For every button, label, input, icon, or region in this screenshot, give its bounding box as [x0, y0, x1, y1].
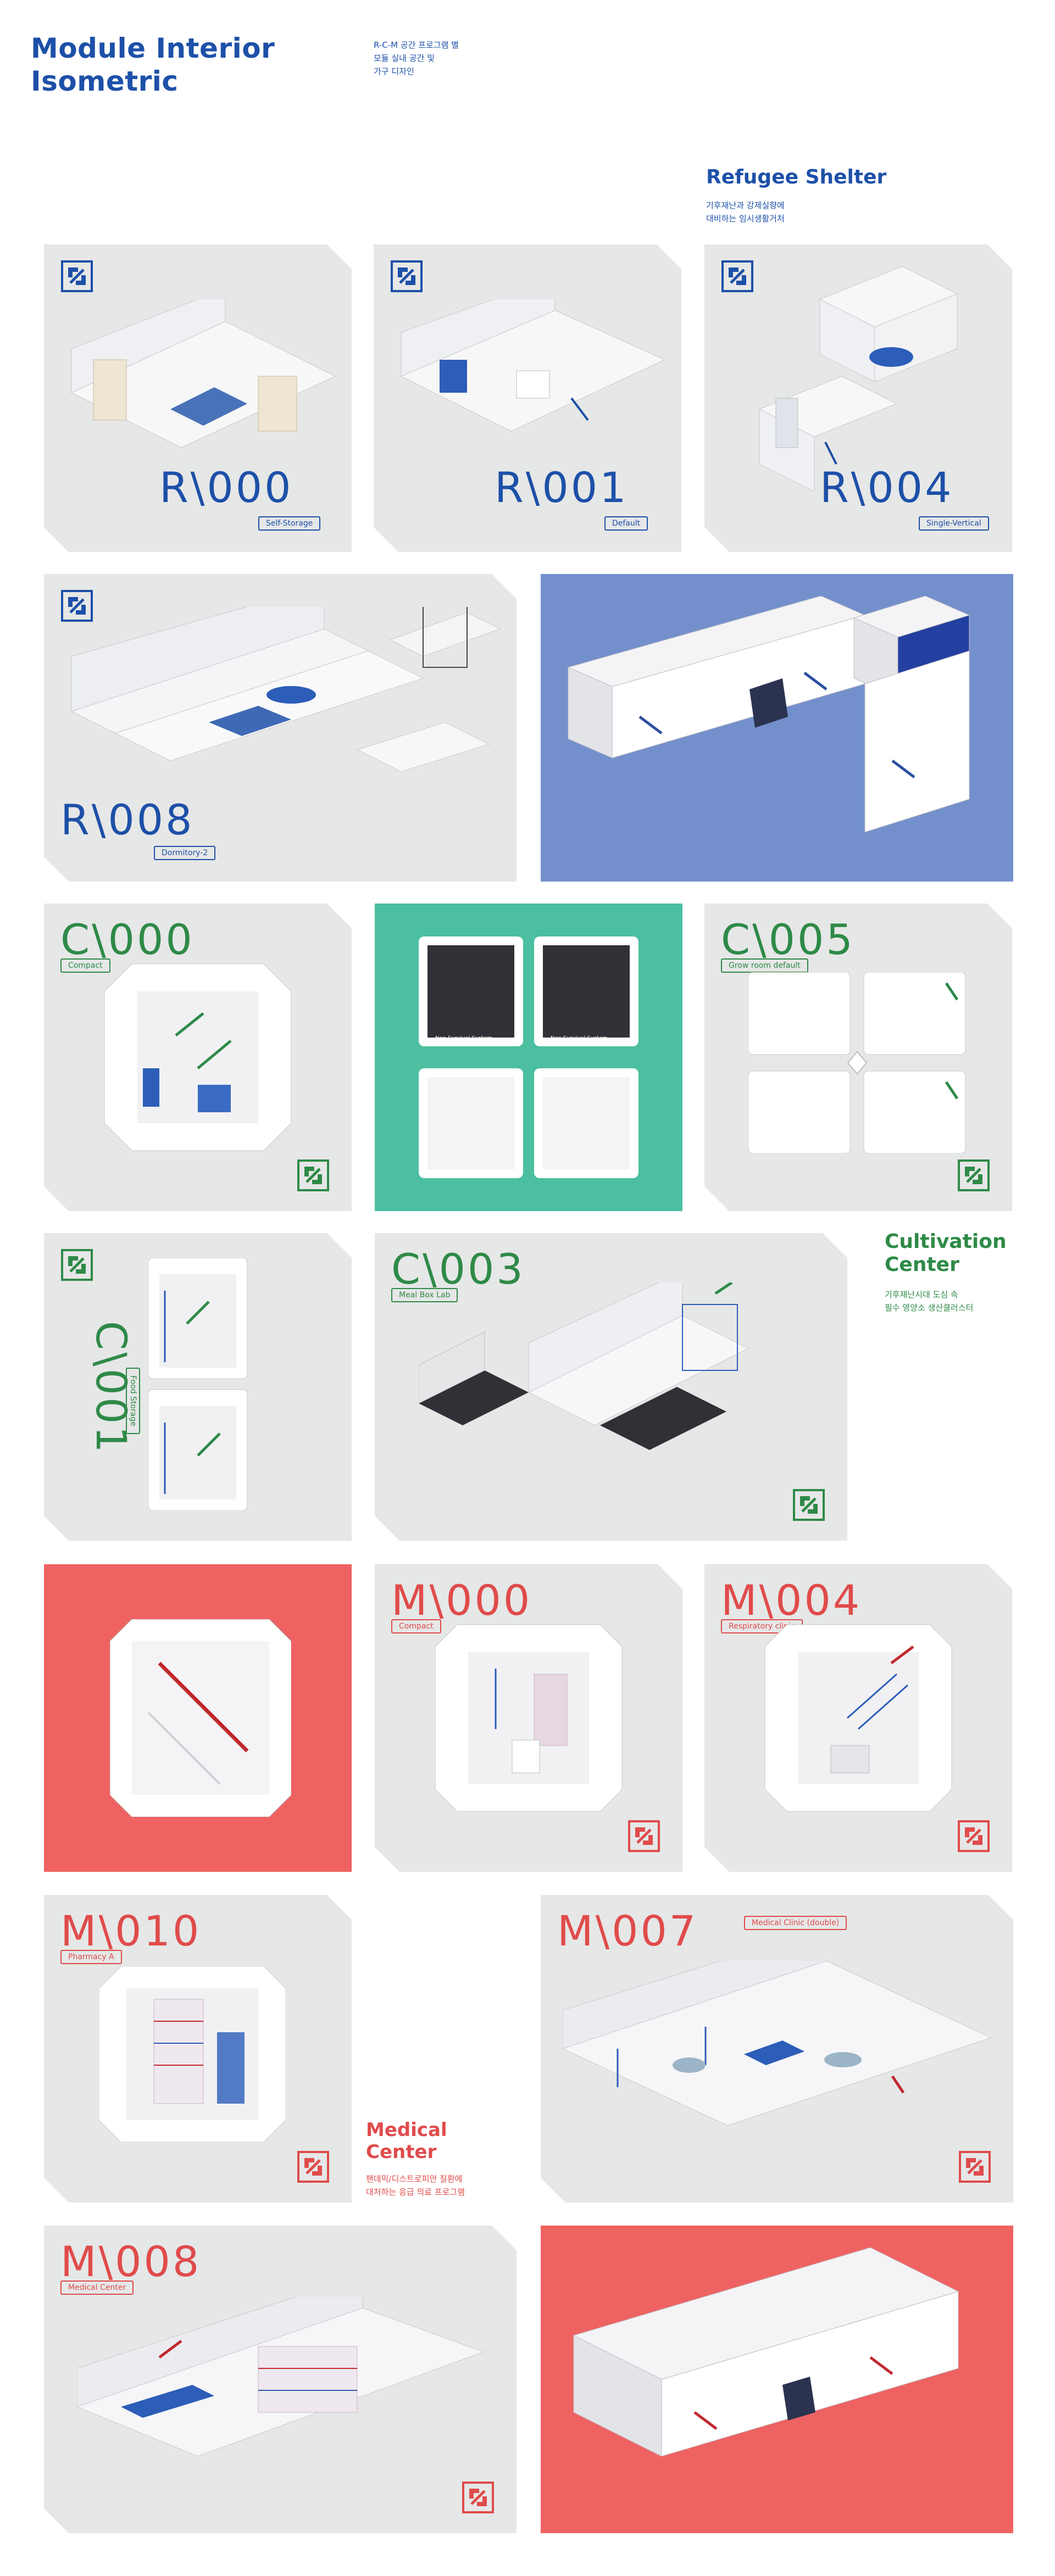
module-tag: Single-Vertical: [919, 516, 989, 531]
subtitle-line: 가구 디자인: [374, 66, 414, 76]
module-card-r008[interactable]: R\008 Dormitory-2: [44, 574, 517, 882]
module-isometric-illustration: [148, 1258, 258, 1510]
section-title-line: Center: [366, 2141, 437, 2163]
page-title-line2: Isometric: [31, 65, 179, 97]
module-card-c001[interactable]: C\001 Food Storage: [44, 1233, 352, 1541]
section-title-line: Cultivation: [885, 1230, 1007, 1253]
module-isometric-illustration: [563, 1961, 991, 2148]
page-title-line1: Module Interior: [31, 32, 275, 64]
section-title-line: Medical: [366, 2119, 447, 2141]
panel-label: Neo Survival System: [435, 1035, 492, 1041]
module-card-r004[interactable]: R\004 Single-Vertical: [704, 244, 1012, 552]
refugee-exterior-panel: [541, 574, 1013, 882]
module-card-m004[interactable]: M\004 Respiratory clinic: [704, 1564, 1012, 1872]
rcm-logo-icon: [628, 1820, 660, 1853]
module-tag: Self-Storage: [258, 516, 320, 531]
module-card-r001[interactable]: R\001 Default: [374, 244, 681, 552]
module-top-view-illustration: [110, 1619, 291, 1817]
medical-section-sub: 팬데믹/디스트로피안 질환에 대처하는 응급 의료 프로그램: [366, 2172, 465, 2199]
rcm-logo-icon: [462, 2481, 495, 2514]
module-code: R\008: [60, 795, 195, 844]
module-code: M\008: [60, 2237, 202, 2286]
module-isometric-illustration: [737, 261, 990, 492]
section-title-line: Center: [885, 1253, 959, 1276]
medical-top-view-panel: [44, 1564, 352, 1872]
rcm-logo-icon: [958, 2150, 991, 2183]
module-card-c005[interactable]: C\005 Grow room default: [704, 904, 1012, 1211]
module-card-m008[interactable]: M\008 Medical Center: [44, 2226, 517, 2533]
module-card-m007[interactable]: M\007 Medical Clinic (double): [541, 1895, 1013, 2203]
page-subtitle: R-C-M 공간 프로그램 별 모듈 실내 공간 및 가구 디자인: [374, 38, 459, 78]
module-card-m010[interactable]: M\010 Pharmacy A: [44, 1895, 352, 2203]
cultivation-section-sub: 기후재난시대 도심 속 필수 영양소 생산클러스터: [885, 1288, 973, 1314]
module-isometric-illustration: [419, 1283, 803, 1491]
module-isometric-illustration: [99, 958, 297, 1156]
module-exterior-illustration: [567, 596, 970, 833]
rcm-logo-icon: [60, 1248, 93, 1281]
section-sub-line: 기후재난시대 도심 속: [885, 1290, 958, 1300]
rcm-logo-icon: [297, 2150, 330, 2183]
module-code: M\007: [557, 1906, 698, 1955]
refugee-section-sub: 기후재난과 강제실향에 대비하는 임시생활거처: [706, 199, 785, 225]
module-tag: Meal Box Lab: [391, 1288, 458, 1302]
module-code: R\001: [495, 463, 629, 512]
rcm-logo-icon: [390, 260, 423, 293]
module-card-r000[interactable]: R\000 Self-Storage: [44, 244, 352, 552]
module-tag: Medical Center: [60, 2281, 134, 2295]
medical-section-title: Medical Center: [366, 2119, 447, 2163]
module-tag: Food Storage: [126, 1368, 140, 1434]
module-isometric-illustration: [430, 1619, 628, 1817]
module-card-c003[interactable]: C\003 Meal Box Lab: [375, 1233, 847, 1541]
cultivation-top-view-panel: Neo Survival System Neo Survival System: [375, 904, 682, 1211]
module-code: R\000: [159, 463, 293, 512]
module-isometric-illustration: [390, 299, 676, 464]
module-isometric-illustration: [60, 299, 346, 464]
module-tag: Compact: [60, 958, 110, 973]
module-isometric-illustration: [99, 1966, 286, 2142]
section-sub-line: 필수 영양소 생산클러스터: [885, 1303, 974, 1313]
subtitle-line: R-C-M 공간 프로그램 별: [374, 40, 459, 50]
module-code: M\010: [60, 1906, 202, 1955]
refugee-section-title: Refugee Shelter: [706, 166, 887, 188]
module-code: C\005: [721, 915, 855, 964]
page-title: Module Interior Isometric: [31, 32, 275, 98]
module-tag: Dormitory-2: [154, 846, 215, 860]
module-isometric-illustration: [748, 972, 968, 1153]
section-sub-line: 기후재난과 강제실향에: [706, 200, 785, 210]
module-code: M\000: [391, 1576, 532, 1625]
module-tag: Grow room default: [721, 958, 808, 973]
module-tag: Compact: [391, 1619, 441, 1633]
module-code: M\004: [721, 1576, 862, 1625]
module-code: R\004: [820, 463, 954, 512]
cultivation-section-title: Cultivation Center: [885, 1230, 1007, 1276]
section-sub-line: 대비하는 임시생활거처: [706, 214, 785, 224]
module-top-view-illustration: [419, 936, 638, 1178]
rcm-logo-icon: [792, 1488, 825, 1521]
module-tag: Default: [604, 516, 648, 531]
rcm-logo-icon: [60, 260, 93, 293]
module-card-m000[interactable]: M\000 Compact: [375, 1564, 682, 1872]
module-tag: Medical Clinic (double): [744, 1916, 847, 1930]
module-tag: Pharmacy A: [60, 1950, 122, 1964]
rcm-logo-icon: [957, 1820, 990, 1853]
module-code: C\000: [60, 915, 195, 964]
rcm-logo-icon: [957, 1159, 990, 1192]
section-sub-line: 팬데믹/디스트로피안 질환에: [366, 2174, 463, 2184]
rcm-logo-icon: [297, 1159, 330, 1192]
panel-label: Neo Survival System: [551, 1035, 608, 1041]
module-isometric-illustration: [759, 1619, 957, 1817]
module-exterior-illustration: [573, 2248, 959, 2457]
module-isometric-illustration: [60, 607, 511, 816]
vertical-tag-wrap: Food Storage: [124, 1368, 140, 1477]
module-isometric-illustration: [77, 2297, 495, 2473]
subtitle-line: 모듈 실내 공간 및: [374, 53, 435, 63]
module-code: C\003: [391, 1245, 525, 1293]
medical-exterior-panel: [541, 2226, 1013, 2533]
section-sub-line: 대처하는 응급 의료 프로그램: [366, 2187, 465, 2197]
module-card-c000[interactable]: C\000 Compact: [44, 904, 352, 1211]
